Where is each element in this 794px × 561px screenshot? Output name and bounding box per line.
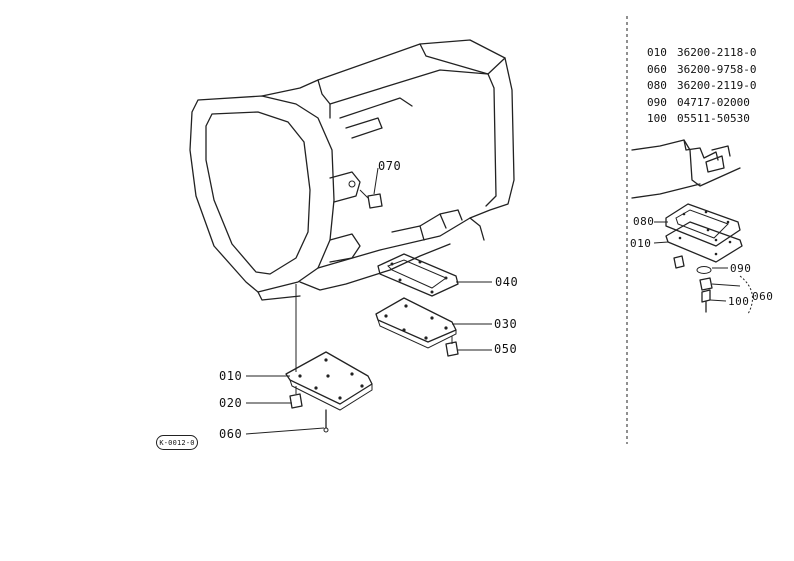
parts-row: 010 36200-2118-0	[647, 45, 756, 62]
detail-callout-100: 100	[728, 295, 750, 308]
part-number: 090	[647, 95, 667, 109]
parts-list: 010 36200-2118-0 060 36200-9758-0 080 36…	[647, 45, 756, 128]
callout-040: 040	[495, 275, 519, 289]
part-number: 100	[647, 112, 667, 125]
part-code: 05511-50530	[677, 112, 750, 125]
part-number: 060	[647, 62, 667, 76]
bolt-020	[289, 386, 303, 409]
pin-060	[323, 409, 329, 433]
part-number: 080	[647, 79, 667, 92]
callout-050: 050	[494, 342, 518, 356]
part-code: 04717-02000	[677, 95, 750, 109]
detail-callout-010: 010	[630, 237, 652, 250]
callout-060: 060	[219, 427, 243, 441]
part-code: 36200-2118-0	[677, 46, 757, 59]
bolt-070	[359, 189, 383, 209]
callout-070: 070	[378, 159, 402, 173]
cover-010	[285, 351, 373, 411]
part-number: 010	[647, 46, 667, 59]
figure-id-badge: K-0012-0	[156, 435, 198, 450]
detail-view	[631, 139, 753, 315]
part-code: 36200-2119-0	[677, 79, 757, 92]
part-code: 36200-9758-0	[677, 62, 757, 76]
gasket-040	[377, 253, 459, 297]
parts-row: 090 04717-02000	[647, 95, 756, 112]
cover-030	[375, 297, 457, 349]
detail-callout-090: 090	[730, 262, 752, 275]
leader-lines	[245, 167, 492, 435]
bolt-050	[445, 336, 459, 357]
parts-row: 080 36200-2119-0	[647, 78, 756, 95]
detail-callout-060: 060	[752, 290, 774, 303]
detail-callout-080: 080	[633, 215, 655, 228]
transmission-case	[189, 39, 515, 372]
callout-020: 020	[219, 396, 243, 410]
parts-row: 060 36200-9758-0	[647, 62, 756, 79]
callout-030: 030	[494, 317, 518, 331]
parts-row: 100 05511-50530	[647, 111, 756, 128]
callout-010: 010	[219, 369, 243, 383]
